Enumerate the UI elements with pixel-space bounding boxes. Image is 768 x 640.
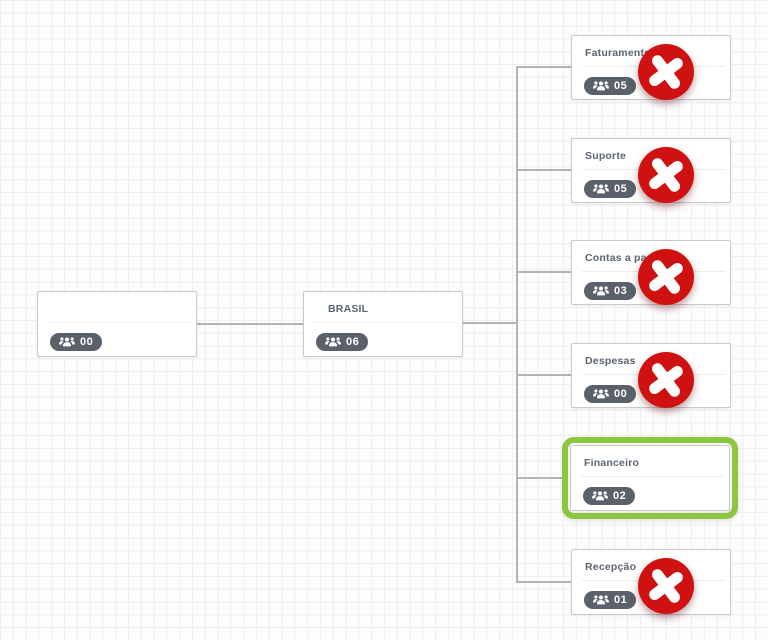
connector-branch-suporte	[516, 169, 572, 171]
member-count-badge: 06	[316, 333, 369, 351]
users-icon	[593, 388, 609, 400]
delete-node-button[interactable]	[638, 44, 694, 100]
x-mark-icon	[649, 55, 683, 89]
delete-node-button[interactable]	[638, 558, 694, 614]
users-icon	[593, 594, 609, 606]
member-count: 03	[614, 285, 628, 297]
org-node-brasil[interactable]: BRASIL 06	[303, 291, 463, 357]
connector-branch-despesas	[516, 374, 572, 376]
member-count-badge: 02	[583, 487, 636, 505]
users-icon	[593, 285, 609, 297]
selection-highlight: Financeiro 02	[562, 437, 738, 519]
delete-node-button[interactable]	[638, 249, 694, 305]
node-divider	[314, 322, 457, 323]
member-count: 00	[614, 388, 628, 400]
node-title: Faturamento	[585, 47, 651, 59]
node-title: Suporte	[585, 150, 627, 162]
node-title: BRASIL	[328, 303, 369, 315]
org-node-faturamento[interactable]: Faturamento 05	[571, 35, 731, 100]
org-node-root[interactable]: 00	[37, 291, 197, 357]
delete-node-button[interactable]	[638, 147, 694, 203]
connector-branch-faturamento	[516, 66, 572, 68]
x-mark-icon	[649, 363, 683, 397]
users-icon	[59, 336, 75, 348]
node-title: Financeiro	[584, 457, 640, 469]
x-mark-icon	[649, 569, 683, 603]
connector-branch-contas	[516, 271, 572, 273]
member-count: 01	[614, 594, 628, 606]
org-node-recepcao[interactable]: Recepção 01	[571, 549, 731, 615]
node-divider	[48, 322, 191, 323]
users-icon	[593, 183, 609, 195]
org-node-financeiro[interactable]: Financeiro 02	[570, 445, 730, 511]
delete-node-button[interactable]	[638, 352, 694, 408]
x-mark-icon	[649, 158, 683, 192]
connector-parent-trunk	[462, 322, 518, 324]
member-count: 02	[613, 490, 627, 502]
users-icon	[593, 80, 609, 92]
x-mark-icon	[649, 260, 683, 294]
connector-branch-financeiro	[516, 477, 564, 479]
node-divider	[581, 476, 724, 477]
member-count-badge: 01	[584, 591, 637, 609]
org-node-suporte[interactable]: Suporte 05	[571, 138, 731, 203]
node-title: Despesas	[585, 355, 636, 367]
member-count-badge: 00	[584, 385, 637, 403]
node-title: Recepção	[585, 561, 637, 573]
member-count-badge: 05	[584, 180, 637, 198]
member-count-badge: 03	[584, 282, 637, 300]
connector-root-parent	[196, 323, 304, 325]
org-node-contas-a-pagar[interactable]: Contas a pagar 03	[571, 240, 731, 305]
connector-branch-recepcao	[516, 581, 572, 583]
connector-trunk	[516, 66, 518, 583]
member-count-badge: 00	[50, 333, 103, 351]
member-count: 05	[614, 80, 628, 92]
member-count: 00	[80, 336, 94, 348]
users-icon	[325, 336, 341, 348]
member-count: 06	[346, 336, 360, 348]
member-count: 05	[614, 183, 628, 195]
org-node-despesas[interactable]: Despesas 00	[571, 343, 731, 408]
users-icon	[592, 490, 608, 502]
member-count-badge: 05	[584, 77, 637, 95]
